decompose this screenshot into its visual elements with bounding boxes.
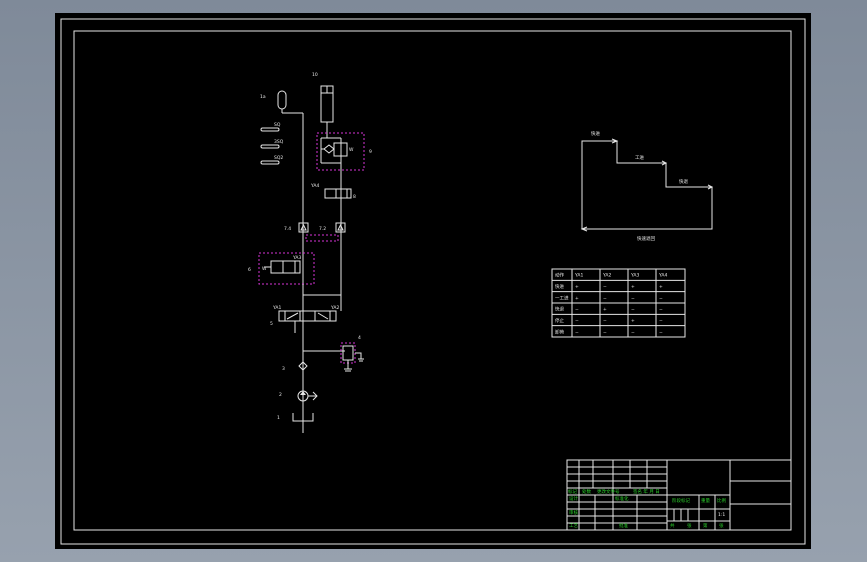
table-header-cell: YA2 bbox=[602, 273, 611, 279]
limit-switch-3 bbox=[260, 160, 280, 165]
table-cell: − bbox=[659, 319, 663, 324]
label-cylinder: 10 bbox=[312, 72, 318, 78]
inner-frame bbox=[73, 30, 792, 531]
work-cycle-diagram: 快进 工进 快退 快速退回 bbox=[580, 130, 714, 242]
label-check-left: 7.4 bbox=[284, 226, 291, 232]
table-header-cell: 动作 bbox=[555, 272, 564, 279]
check-valve-left bbox=[298, 222, 309, 233]
tb-number: 第 bbox=[703, 522, 708, 529]
tank-1 bbox=[292, 413, 314, 422]
tb-process: 工艺 bbox=[569, 523, 578, 529]
table-cell: − bbox=[659, 296, 663, 301]
tb-count: 处数 bbox=[582, 488, 591, 495]
solenoid-table: 动作 YA1 YA2 YA3 YA4 快进 + − + + 一工进 + − − − 快退 − + − − 停止 − − + − 卸… bbox=[551, 268, 686, 338]
tb-mark: 标记 bbox=[568, 488, 577, 495]
outer-frame bbox=[60, 18, 806, 545]
label-valve-5-left: YA1 bbox=[272, 305, 281, 311]
tb-sign-date: 签名 年 月 日 bbox=[633, 488, 660, 495]
label-sq3: SQ2 bbox=[274, 155, 283, 161]
limit-switch-2 bbox=[260, 144, 280, 149]
label-valve-6: 6 bbox=[248, 267, 251, 273]
tb-scale-value: 1:1 bbox=[718, 512, 725, 518]
table-cell: − bbox=[659, 308, 663, 313]
label-valve-5: 5 bbox=[270, 321, 273, 327]
table-cell: − bbox=[659, 330, 663, 335]
table-cell: − bbox=[631, 308, 635, 313]
table-cell: + bbox=[631, 284, 635, 290]
table-cell: 一工进 bbox=[555, 294, 569, 301]
table-cell: − bbox=[603, 296, 607, 301]
table-cell: 停止 bbox=[555, 317, 564, 324]
hydraulic-circuit: 10 1a SQ 3SQ SQ2 bbox=[248, 72, 372, 433]
valve-9-box bbox=[316, 132, 365, 171]
label-pump: 2 bbox=[279, 392, 282, 398]
table-cell: + bbox=[603, 307, 607, 313]
valve-6-box bbox=[258, 252, 315, 285]
tb-review: 审核 bbox=[569, 509, 578, 516]
table-cell: 快退 bbox=[555, 306, 564, 313]
table-cell: + bbox=[659, 284, 663, 290]
hydraulic-drawing: 10 1a SQ 3SQ SQ2 bbox=[60, 18, 806, 545]
cycle-label-rapid-advance: 快进 bbox=[591, 130, 600, 137]
label-valve-6-solenoid: YA3 bbox=[292, 255, 301, 261]
accumulator bbox=[277, 90, 287, 110]
table-cell: − bbox=[575, 319, 579, 324]
table-cell: − bbox=[631, 330, 635, 335]
table-cell: + bbox=[631, 318, 635, 324]
table-cell: − bbox=[603, 319, 607, 324]
label-tank: 1 bbox=[277, 415, 280, 421]
cycle-label-work-feed: 工进 bbox=[635, 154, 644, 161]
label-valve-8-solenoid: YA4 bbox=[310, 183, 319, 189]
table-cell: 卸荷 bbox=[555, 328, 564, 335]
table-header-cell: YA4 bbox=[658, 273, 667, 279]
label-valve-5-right: YA2 bbox=[330, 305, 339, 311]
tb-weight: 重量 bbox=[701, 497, 710, 504]
tb-change-doc: 更改文件号 bbox=[597, 488, 620, 495]
check-valve-right bbox=[335, 222, 346, 233]
tb-sheets: 张 bbox=[687, 522, 692, 529]
label-valve-8: 8 bbox=[353, 194, 356, 200]
table-header-cell: YA1 bbox=[574, 273, 583, 279]
tb-sheet: 张 bbox=[719, 522, 724, 529]
cycle-label-fast-return: 快速退回 bbox=[637, 235, 655, 242]
table-cell: + bbox=[575, 295, 579, 301]
label-accumulator: 1a bbox=[260, 94, 266, 100]
table-cell: − bbox=[631, 296, 635, 301]
tb-stage-mark: 阶段标记 bbox=[672, 497, 690, 504]
table-cell: 快进 bbox=[555, 283, 564, 290]
table-header-cell: YA3 bbox=[630, 273, 639, 279]
check-valve-3 bbox=[298, 361, 308, 371]
table-cell: − bbox=[575, 308, 579, 313]
svg-text:W: W bbox=[262, 266, 267, 272]
limit-switch-1 bbox=[260, 127, 280, 132]
label-check-3: 3 bbox=[282, 366, 285, 372]
cycle-label-rapid-return: 快退 bbox=[679, 178, 688, 185]
tb-approve: 批准 bbox=[619, 522, 628, 529]
drawing-sheet: 10 1a SQ 3SQ SQ2 bbox=[55, 13, 811, 549]
table-cell: − bbox=[603, 330, 607, 335]
tb-scale-label: 比例 bbox=[717, 497, 726, 504]
relief-valve-4 bbox=[342, 345, 354, 361]
tb-standard: 标准化 bbox=[615, 495, 629, 502]
tb-design: 设计 bbox=[569, 495, 578, 502]
table-cell: − bbox=[575, 330, 579, 335]
table-cell: − bbox=[603, 285, 607, 290]
label-sq2: 3SQ bbox=[274, 139, 284, 145]
label-check-right: 7.2 bbox=[319, 226, 326, 232]
tb-total: 共 bbox=[670, 522, 675, 529]
label-valve-9: 9 bbox=[369, 149, 372, 155]
table-cell: + bbox=[575, 284, 579, 290]
label-sq1: SQ bbox=[274, 122, 281, 128]
title-block: 标记 处数 更改文件号 签名 年 月 日 设计 标准化 阶段标记 重量 比例 审… bbox=[566, 459, 792, 531]
label-valve-4: 4 bbox=[358, 335, 361, 341]
svg-text:W: W bbox=[349, 147, 354, 153]
